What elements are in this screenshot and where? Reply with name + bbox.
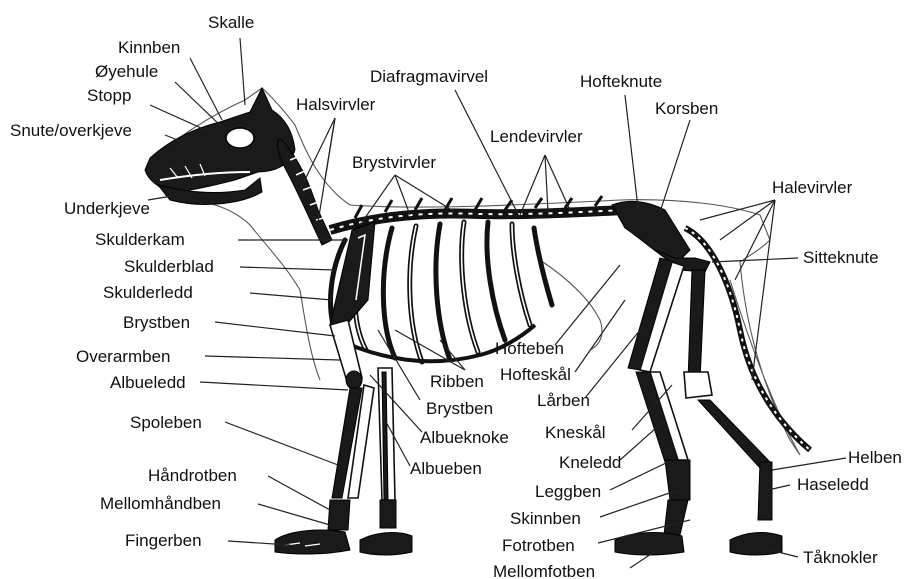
label-larben: Lårben <box>537 391 590 410</box>
label-fotrotben: Fotrotben <box>502 536 575 555</box>
label-brystben-center: Brystben <box>426 399 493 418</box>
label-halsvirvler: Halsvirvler <box>296 95 376 114</box>
label-skulderledd: Skulderledd <box>103 283 193 302</box>
label-brystben-left: Brystben <box>123 313 190 332</box>
label-hofteknute: Hofteknute <box>580 72 662 91</box>
label-snute: Snute/overkjeve <box>10 121 132 140</box>
label-ribben: Ribben <box>430 372 484 391</box>
foreleg <box>275 222 412 555</box>
label-handrotben: Håndrotben <box>148 466 237 485</box>
label-mellomfotben: Mellomfotben <box>493 562 595 579</box>
label-kneskal: Kneskål <box>545 423 605 442</box>
label-brystvirvler: Brystvirvler <box>352 153 436 172</box>
label-hofteskal: Hofteskål <box>500 365 571 384</box>
label-leggben: Leggben <box>535 482 601 501</box>
label-stopp: Stopp <box>87 86 131 105</box>
label-korsben: Korsben <box>655 99 718 118</box>
cervical-vertebrae <box>277 140 332 245</box>
label-spoleben: Spoleben <box>130 413 202 432</box>
label-skulderkam: Skulderkam <box>95 230 185 249</box>
label-diafragmavirvel: Diafragmavirvel <box>370 67 488 86</box>
label-halevirvler: Halevirvler <box>772 178 853 197</box>
label-fingerben: Fingerben <box>125 531 202 550</box>
label-albueledd: Albueledd <box>110 373 186 392</box>
label-skinnben: Skinnben <box>510 509 581 528</box>
label-albueknoke: Albueknoke <box>420 428 509 447</box>
label-underkjeve: Underkjeve <box>64 199 150 218</box>
label-sitteknute: Sitteknute <box>803 248 879 267</box>
label-skulderblad: Skulderblad <box>124 257 214 276</box>
label-lendevirvler: Lendevirvler <box>490 127 583 146</box>
label-oyehule: Øyehule <box>95 62 158 81</box>
label-taknokler: Tåknokler <box>803 548 878 567</box>
label-overarmben: Overarmben <box>76 347 170 366</box>
label-hofteben: Hofteben <box>495 339 564 358</box>
skull <box>145 88 295 204</box>
label-albueben: Albueben <box>410 459 482 478</box>
label-mellomhandben: Mellomhåndben <box>100 494 221 513</box>
label-haseledd: Haseledd <box>797 475 869 494</box>
label-kneledd: Kneledd <box>559 453 621 472</box>
label-helben: Helben <box>848 448 902 467</box>
label-skalle: Skalle <box>208 13 254 32</box>
label-kinnben: Kinnben <box>118 38 180 57</box>
